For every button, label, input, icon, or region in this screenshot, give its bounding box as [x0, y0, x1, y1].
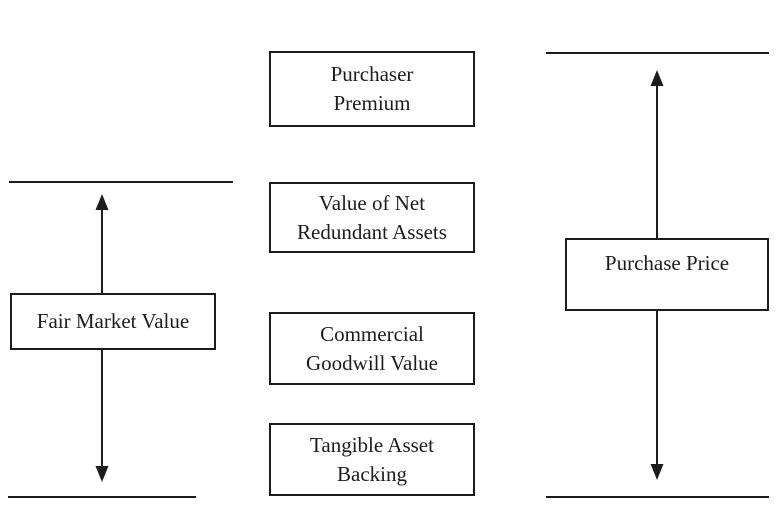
fair-market-value-label: Fair Market Value — [36, 309, 190, 333]
purchase-price-label: Purchase Price — [604, 251, 730, 275]
purchase-price-box: Purchase Price — [565, 238, 769, 311]
commercial-goodwill-label-line2: Goodwill Value — [305, 350, 439, 375]
tangible-asset-backing-label-line2: Backing — [337, 461, 407, 486]
net-redundant-assets-label-line1: Value of Net — [318, 190, 426, 215]
net-redundant-assets-label-line2: Redundant Assets — [297, 219, 447, 244]
net-redundant-assets-box: Value of Net Redundant Assets — [269, 182, 475, 253]
purchaser-premium-label-line2: Premium — [333, 91, 411, 115]
fair-market-value-upper-line — [9, 181, 233, 183]
fair-market-value-box: Fair Market Value — [10, 293, 216, 350]
tangible-asset-backing-label-line1: Tangible Asset — [310, 432, 434, 457]
purchase-price-lower-line — [546, 496, 769, 498]
commercial-goodwill-label-line1: Commercial — [320, 321, 424, 346]
purchase-price-upper-line — [546, 52, 769, 54]
commercial-goodwill-box: Commercial Goodwill Value — [269, 312, 475, 385]
fair-market-value-lower-line — [8, 496, 196, 498]
purchaser-premium-box: Purchaser Premium — [269, 51, 475, 127]
tangible-asset-backing-box: Tangible Asset Backing — [269, 423, 475, 496]
purchaser-premium-label-line1: Purchaser — [330, 62, 414, 86]
